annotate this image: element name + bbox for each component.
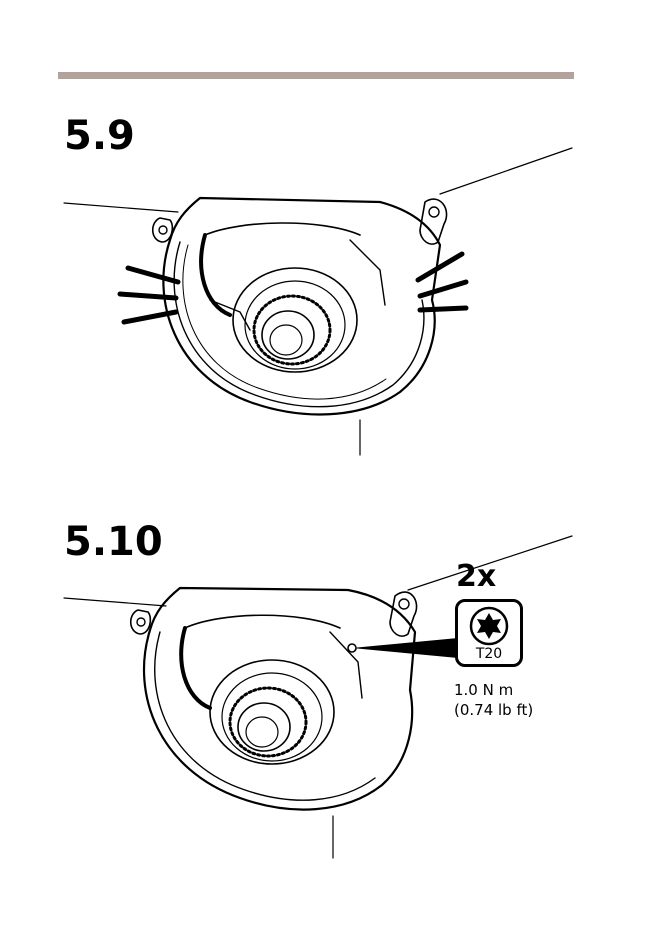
torque-imperial: (0.74 lb ft) xyxy=(454,703,533,718)
dome-camera-icon xyxy=(0,520,662,870)
quantity-label: 2x xyxy=(456,562,496,592)
bit-size-label: T20 xyxy=(458,646,520,662)
torx-bit-icon: T20 xyxy=(455,599,523,667)
torque-metric: 1.0 N m xyxy=(454,683,513,698)
dome-camera-icon xyxy=(0,130,662,470)
torx-star-icon xyxy=(458,604,520,652)
section-divider xyxy=(58,72,574,79)
